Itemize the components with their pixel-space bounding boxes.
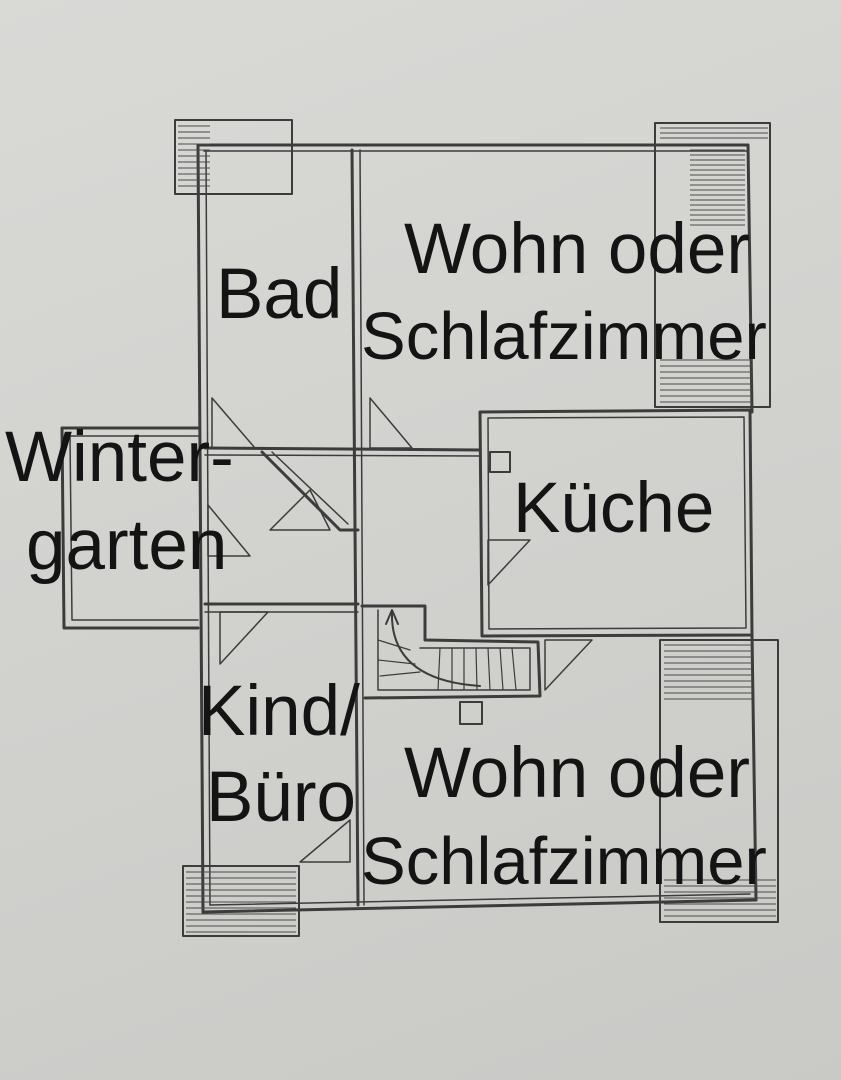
chimney-bottom: [459, 701, 483, 725]
staircase-outline: [360, 604, 542, 700]
balcony-bottom-left: [182, 865, 300, 937]
door-buero: [299, 819, 351, 863]
door-bath: [211, 397, 256, 449]
outer-wall-right-lower: [750, 633, 758, 902]
winter-garden-inner: [69, 435, 199, 621]
diagonal-wall-2: [271, 451, 349, 525]
door-corridor: [269, 489, 331, 531]
diagonal-wall: [260, 450, 360, 532]
outer-wall-right: [746, 143, 754, 414]
balcony-top-right: [654, 122, 771, 408]
room-label-wohn-top-1: Wohn oder: [404, 210, 751, 289]
interior-wall-center: [350, 148, 360, 907]
door-living-bottom: [544, 639, 593, 691]
staircase-inner: [377, 609, 531, 691]
room-label-kueche: Küche: [513, 469, 715, 548]
room-label-wohn-top-2: Schlafzimmer: [361, 299, 767, 374]
door-kid: [219, 611, 269, 665]
room-label-wohn-bottom-2: Schlafzimmer: [361, 824, 767, 899]
room-label-kind-1: Kind/: [198, 672, 360, 751]
winter-garden-outline: [60, 426, 200, 630]
door-winter: [207, 504, 251, 557]
room-label-winter-2: garten: [26, 506, 228, 585]
outer-wall-bottom: [201, 898, 758, 914]
balcony-top-left: [174, 119, 293, 195]
room-label-kind-2: Büro: [206, 758, 356, 837]
outer-wall-left: [196, 143, 205, 914]
door-living-top: [369, 397, 413, 449]
room-label-bad: Bad: [216, 255, 343, 334]
chimney-top: [489, 451, 511, 473]
balcony-bottom-right: [659, 639, 779, 923]
stair-arrow: [385, 609, 481, 687]
interior-wall-center-2: [359, 149, 365, 906]
door-kitchen: [487, 539, 531, 586]
kitchen-wall: [478, 408, 754, 638]
room-label-winter-1: Winter-: [5, 418, 234, 497]
wall-bath-bottom-2: [204, 454, 481, 457]
room-label-wohn-bottom-1: Wohn oder: [404, 734, 751, 813]
stair-steps: [377, 639, 517, 691]
balcony-hatching: [178, 125, 776, 933]
